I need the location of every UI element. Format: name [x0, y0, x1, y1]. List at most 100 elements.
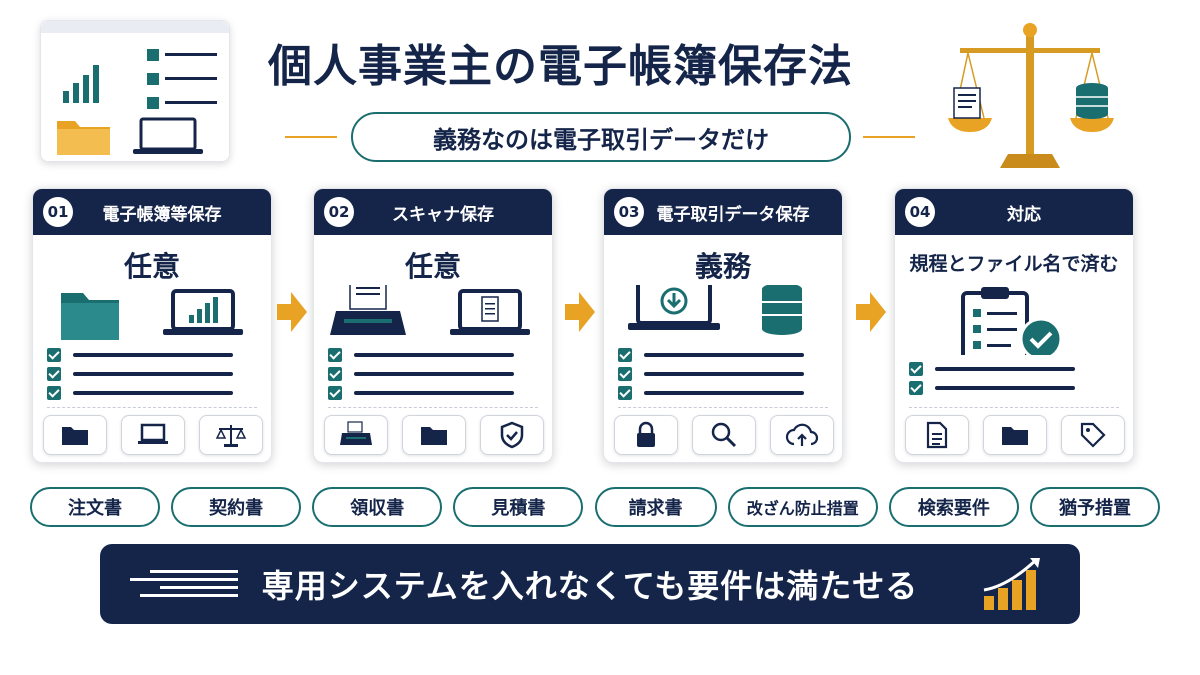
laptop-icon: [133, 117, 203, 154]
subtitle-right-line: [863, 136, 915, 138]
step-card-2: 02 スキャナ保存 任意: [313, 188, 553, 463]
tag-chip: 注文書: [30, 487, 160, 527]
step-header: 01 電子帳簿等保存: [33, 189, 271, 235]
folder-icon: [57, 121, 110, 155]
tag-chip: 見積書: [453, 487, 584, 527]
scanner-icon: [340, 421, 372, 445]
step-card-1: 01 電子帳簿等保存 任意: [32, 188, 272, 463]
subtitle-pill: 義務なのは電子取引データだけ: [351, 112, 851, 162]
step-header: 04 対応: [895, 189, 1133, 235]
shield-tile: [480, 415, 544, 455]
check-icon: [47, 385, 61, 400]
step-number: 04: [905, 197, 935, 227]
checklist: [328, 345, 538, 402]
checklist: [909, 359, 1119, 397]
arrow-right-icon: [277, 292, 307, 332]
step-status: 規程とファイル名で済む: [909, 253, 1119, 275]
icon-tiles: [614, 415, 834, 455]
divider: [328, 407, 538, 408]
cloud-upload-tile: [770, 415, 834, 455]
scanner-icon: [330, 285, 406, 335]
folder-tile: [402, 415, 466, 455]
check-icon: [618, 347, 632, 362]
page-title: 個人事業主の電子帳簿保存法: [268, 41, 853, 92]
step-title: 電子帳簿等保存: [102, 204, 222, 225]
laptop-icon: [138, 423, 168, 444]
clipboard-check-icon: [961, 287, 1063, 355]
step-illustration: [961, 287, 1063, 355]
checklist: [618, 345, 828, 402]
document-tile: [905, 415, 969, 455]
hero-icons: [57, 49, 217, 155]
lock-tile: [614, 415, 678, 455]
check-icon: [328, 385, 342, 400]
lock-icon: [637, 421, 655, 447]
step-header: 02 スキャナ保存: [314, 189, 552, 235]
balance-scale-icon: [948, 23, 1114, 168]
conclusion-text: 専用システムを入れなくても要件は満たせる: [261, 567, 919, 605]
step-status: 義務: [694, 250, 751, 283]
step-number: 03: [614, 197, 644, 227]
laptop-download-icon: [628, 285, 720, 330]
speed-lines-icon: [130, 570, 238, 597]
document-icon: [926, 421, 948, 449]
check-icon: [47, 347, 61, 362]
tag-chip: 改ざん防止措置: [727, 487, 878, 527]
search-icon: [711, 422, 737, 448]
check-icon: [909, 380, 923, 395]
laptop-tile: [121, 415, 185, 455]
icon-tiles: [324, 415, 544, 455]
growth-chart-icon: [983, 558, 1040, 610]
divider: [47, 407, 257, 408]
hero-illustration-card: [40, 20, 230, 162]
check-icon: [47, 366, 61, 381]
scanner-tile: [324, 415, 388, 455]
document-icon: [953, 87, 981, 119]
window-bar: [41, 21, 229, 33]
checklist: [47, 345, 257, 402]
tag-chip: 契約書: [171, 487, 302, 527]
conclusion-banner: 専用システムを入れなくても要件は満たせる: [100, 544, 1080, 624]
step-header: 03 電子取引データ保存: [604, 189, 842, 235]
keyword-tags: 注文書 契約書 領収書 見積書 請求書 改ざん防止措置 検索要件 猶予措置: [30, 487, 1160, 527]
shield-icon: [500, 421, 524, 449]
step-illustration: [61, 289, 243, 340]
check-icon: [328, 347, 342, 362]
check-icon: [618, 366, 632, 381]
step-card-4: 04 対応 規程とファイル名で済む: [894, 188, 1134, 463]
step-number: 01: [43, 197, 73, 227]
search-tile: [692, 415, 756, 455]
tag-chip: 猶予措置: [1029, 487, 1160, 527]
folder-icon: [421, 427, 447, 445]
arrow-right-icon: [565, 292, 595, 332]
step-card-3: 03 電子取引データ保存 義務: [603, 188, 843, 463]
check-icon: [618, 385, 632, 400]
step-status: 任意: [123, 250, 180, 283]
step-status: 任意: [404, 250, 461, 283]
arrow-right-icon: [856, 292, 886, 332]
tag-tile: [1061, 415, 1125, 455]
tag-icon: [1080, 422, 1106, 448]
check-icon: [328, 366, 342, 381]
tag-chip: 検索要件: [888, 487, 1019, 527]
step-title: スキャナ保存: [392, 204, 494, 225]
laptop-document-icon: [450, 289, 530, 335]
scale-icon: [215, 425, 247, 447]
checklist-icon: [147, 49, 217, 109]
icon-tiles: [43, 415, 263, 455]
folder-icon: [62, 427, 88, 445]
cloud-upload-icon: [785, 423, 819, 446]
step-illustration: [330, 285, 530, 335]
step-title: 電子取引データ保存: [656, 204, 810, 225]
subtitle-group: 義務なのは電子取引データだけ: [285, 112, 915, 162]
folder-icon: [1002, 427, 1028, 445]
folder-tile: [983, 415, 1047, 455]
laptop-chart-icon: [163, 289, 243, 335]
step-illustration: [628, 285, 802, 335]
divider: [618, 407, 828, 408]
divider: [909, 407, 1119, 408]
step-title: 対応: [1007, 204, 1041, 225]
scale-tile: [199, 415, 263, 455]
check-icon: [909, 361, 923, 376]
subtitle-left-line: [285, 136, 337, 138]
